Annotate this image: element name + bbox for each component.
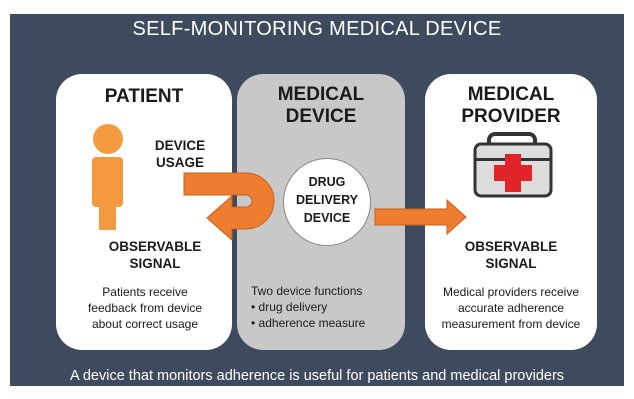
person-icon [92,124,123,230]
device-usage-label: DEVICE USAGE [154,138,206,170]
patient-panel [56,74,232,350]
provider-description: Medical providers receive accurate adher… [441,285,581,331]
u-turn-arrow [183,172,275,242]
device-functions-intro: Two device functions [251,284,363,298]
drug-delivery-device-circle: DRUG DELIVERY DEVICE [283,158,371,246]
medical-device-title: MEDICAL DEVICE [277,84,365,127]
patient-description: Patients receive feedback from device ab… [87,285,203,331]
diagram-title: SELF-MONITORING MEDICAL DEVICE [132,18,502,40]
patient-title: PATIENT [104,86,184,107]
provider-signal-label: OBSERVABLE SIGNAL [464,239,558,271]
device-functions: Two device functions • drug delivery • a… [251,283,365,331]
patient-signal-label: OBSERVABLE SIGNAL [108,239,202,271]
medical-kit-icon [473,132,553,198]
drug-delivery-device-label: DRUG DELIVERY DEVICE [295,175,359,225]
device-function-item: • adherence measure [251,316,366,330]
medical-provider-title: MEDICAL PROVIDER [461,84,561,127]
device-function-item: • drug delivery [251,300,328,314]
right-arrow [374,198,467,236]
diagram-caption: A device that monitors adherence is usef… [69,368,565,384]
